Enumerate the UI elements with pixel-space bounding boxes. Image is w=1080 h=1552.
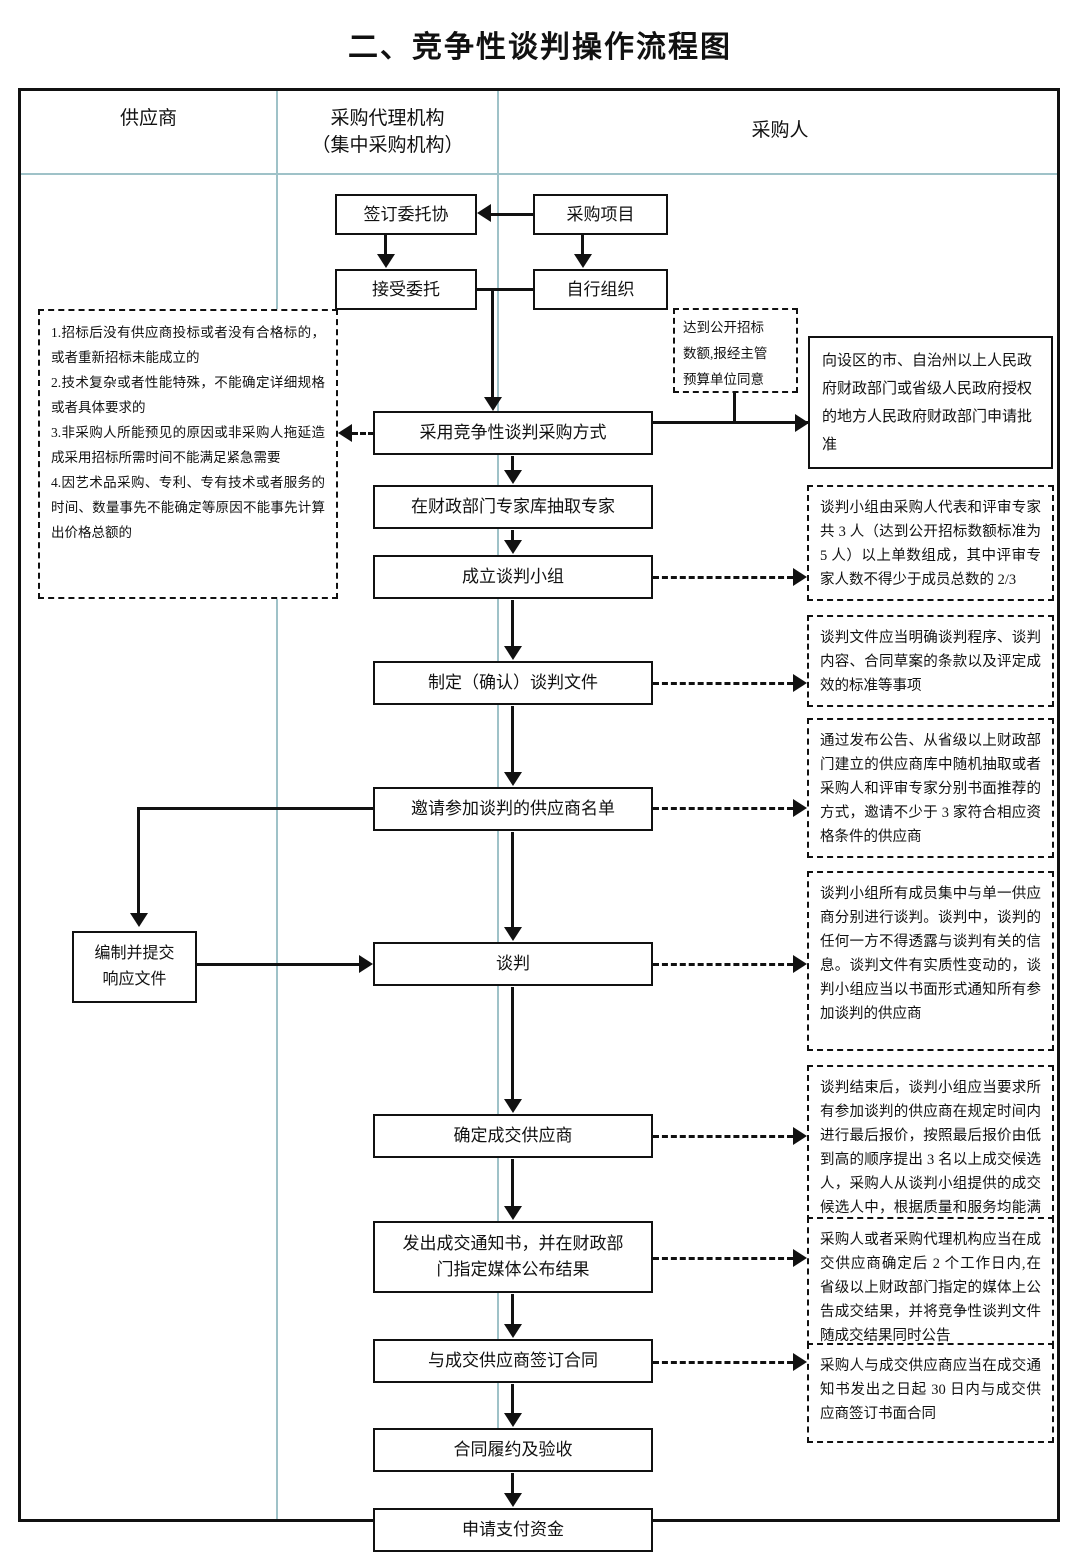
conn-project-to-sign xyxy=(491,213,533,216)
arrowhead-to-approval xyxy=(795,414,809,432)
note-conditions: 1.招标后没有供应商投标或者没有合格标的，或者重新招标未能成立的 2.技术复杂或… xyxy=(38,309,338,599)
node-accept-entrust[interactable]: 接受委托 xyxy=(335,269,477,310)
conn-notice-to-contract xyxy=(511,1294,514,1325)
node-adopt-method[interactable]: 采用竞争性谈判采购方式 xyxy=(373,411,653,455)
node-sign-entrust[interactable]: 签订委托协 xyxy=(335,194,477,235)
node-form-group[interactable]: 成立谈判小组 xyxy=(373,555,653,599)
dash-group-to-note xyxy=(653,576,793,579)
conn-invite-to-negotiate xyxy=(511,832,514,928)
conn-project-to-self xyxy=(581,235,584,255)
note-threshold-line2: 数额,报经主管 xyxy=(683,346,768,361)
node-contract-performance[interactable]: 合同履约及验收 xyxy=(373,1428,653,1472)
dash-negotiate-to-note xyxy=(653,963,793,966)
node-prepare-response[interactable]: 编制并提交 响应文件 xyxy=(72,931,197,1003)
lane-header-agency-line2: （集中采购机构） xyxy=(311,135,464,156)
note-announce-rules: 采购人或者采购代理机构应当在成交供应商确定后 2 个工作日内,在省级以上财政部门… xyxy=(807,1217,1054,1357)
conn-contract-to-performance xyxy=(511,1384,514,1414)
arrowhead-contract-to-performance xyxy=(504,1413,522,1427)
lane-header-buyer: 采购人 xyxy=(751,120,809,141)
arrowhead-adopt-to-experts xyxy=(504,470,522,484)
note-group-composition: 谈判小组由采购人代表和评审专家共 3 人（达到公开招标数额标准为 5 人）以上单… xyxy=(807,485,1054,601)
conn-adopt-to-approval xyxy=(652,421,808,424)
arrowhead-group-to-docs xyxy=(504,646,522,660)
dash-notice-to-note xyxy=(653,1257,793,1260)
page-title: 二、竞争性谈判操作流程图 xyxy=(348,31,732,64)
node-sign-contract[interactable]: 与成交供应商签订合同 xyxy=(373,1339,653,1383)
arrowhead-contract-to-note xyxy=(793,1353,807,1371)
conn-adopt-to-experts xyxy=(511,456,514,471)
lane-divider-agency-buyer xyxy=(497,91,499,1463)
arrowhead-invite-to-negotiate xyxy=(504,927,522,941)
conn-docs-to-invite xyxy=(511,706,514,773)
node-determine-winner[interactable]: 确定成交供应商 xyxy=(373,1114,653,1158)
arrowhead-adopt-to-conditions xyxy=(338,424,352,442)
node-apply-approval[interactable]: 向设区的市、自治州以上人民政府财政部门或省级人民政府授权的地方人民政府财政部门申… xyxy=(808,336,1053,469)
arrowhead-notice-to-contract xyxy=(504,1324,522,1338)
lane-header-separator xyxy=(21,173,1057,175)
node-issue-notice[interactable]: 发出成交通知书，并在财政部 门指定媒体公布结果 xyxy=(373,1221,653,1293)
lane-header-agency-line1: 采购代理机构 xyxy=(330,108,445,129)
conn-invite-to-supplier-v xyxy=(137,807,140,913)
node-purchase-project[interactable]: 采购项目 xyxy=(533,194,668,235)
node-apply-payment[interactable]: 申请支付资金 xyxy=(373,1508,653,1552)
conn-negotiate-to-winner xyxy=(511,987,514,1100)
conn-threshold-stub xyxy=(733,393,736,423)
node-negotiate[interactable]: 谈判 xyxy=(373,942,653,986)
conn-experts-to-group xyxy=(511,530,514,541)
arrowhead-invite-to-note xyxy=(793,799,807,817)
dash-invite-to-note xyxy=(653,807,793,810)
conn-winner-to-notice xyxy=(511,1159,514,1207)
node-issue-notice-line1: 发出成交通知书，并在财政部 xyxy=(402,1234,624,1253)
node-issue-notice-line2: 门指定媒体公布结果 xyxy=(436,1260,590,1279)
arrowhead-response-to-negotiate xyxy=(359,955,373,973)
note-threshold: 达到公开招标 数额,报经主管 预算单位同意 xyxy=(673,308,798,393)
node-self-organize[interactable]: 自行组织 xyxy=(533,269,668,310)
conn-sign-to-accept xyxy=(384,235,387,255)
arrowhead-performance-to-payment xyxy=(504,1493,522,1507)
conn-invite-to-supplier-h xyxy=(137,807,375,810)
arrowhead-winner-to-note xyxy=(793,1127,807,1145)
dash-winner-to-note xyxy=(653,1135,793,1138)
arrowhead-merge-to-adopt xyxy=(484,397,502,411)
note-negotiation-rules: 谈判小组所有成员集中与单一供应商分别进行谈判。谈判中，谈判的任何一方不得透露与谈… xyxy=(807,871,1054,1051)
lane-header-supplier: 供应商 xyxy=(119,108,177,129)
arrowhead-docs-to-invite xyxy=(504,772,522,786)
arrowhead-negotiate-to-note xyxy=(793,955,807,973)
node-make-docs[interactable]: 制定（确认）谈判文件 xyxy=(373,661,653,705)
note-doc-requirements: 谈判文件应当明确谈判程序、谈判内容、合同草案的条款以及评定成效的标准等事项 xyxy=(807,615,1054,707)
arrowhead-experts-to-group xyxy=(504,540,522,554)
conn-response-to-negotiate xyxy=(197,963,359,966)
dash-adopt-to-conditions xyxy=(352,432,374,435)
conn-group-to-docs xyxy=(511,600,514,647)
node-prepare-response-line1: 编制并提交 xyxy=(94,945,175,962)
node-draw-experts[interactable]: 在财政部门专家库抽取专家 xyxy=(373,485,653,529)
arrowhead-project-to-sign xyxy=(477,204,491,222)
arrowhead-group-to-note xyxy=(793,568,807,586)
dash-docs-to-note xyxy=(653,682,793,685)
arrowhead-negotiate-to-winner xyxy=(504,1099,522,1113)
arrowhead-project-to-self xyxy=(574,254,592,268)
arrowhead-to-prepare-response xyxy=(130,913,148,927)
arrowhead-notice-to-note xyxy=(793,1249,807,1267)
conn-performance-to-payment xyxy=(511,1473,514,1494)
note-contract-rules: 采购人与成交供应商应当在成交通知书发出之日起 30 日内与成交供应商签订书面合同 xyxy=(807,1343,1054,1443)
lane-header-agency: 采购代理机构 （集中采购机构） xyxy=(278,105,497,159)
conn-merge-down xyxy=(491,289,494,398)
arrowhead-winner-to-notice xyxy=(504,1206,522,1220)
note-invite-requirements: 通过发布公告、从省级以上财政部门建立的供应商库中随机抽取或者采购人和评审专家分别… xyxy=(807,718,1054,858)
note-threshold-line3: 预算单位同意 xyxy=(683,372,764,387)
lane-divider-supplier-agency xyxy=(276,91,278,1519)
node-prepare-response-line2: 响应文件 xyxy=(102,971,167,988)
note-threshold-line1: 达到公开招标 xyxy=(683,320,764,335)
arrowhead-docs-to-note xyxy=(793,674,807,692)
node-invite-list[interactable]: 邀请参加谈判的供应商名单 xyxy=(373,787,653,831)
flowchart-frame: 供应商 采购代理机构 （集中采购机构） 采购人 签订委托协 采购项目 接受委托 … xyxy=(18,88,1060,1552)
conn-merge-bar xyxy=(477,288,535,291)
arrowhead-sign-to-accept xyxy=(377,254,395,268)
dash-contract-to-note xyxy=(653,1361,793,1364)
